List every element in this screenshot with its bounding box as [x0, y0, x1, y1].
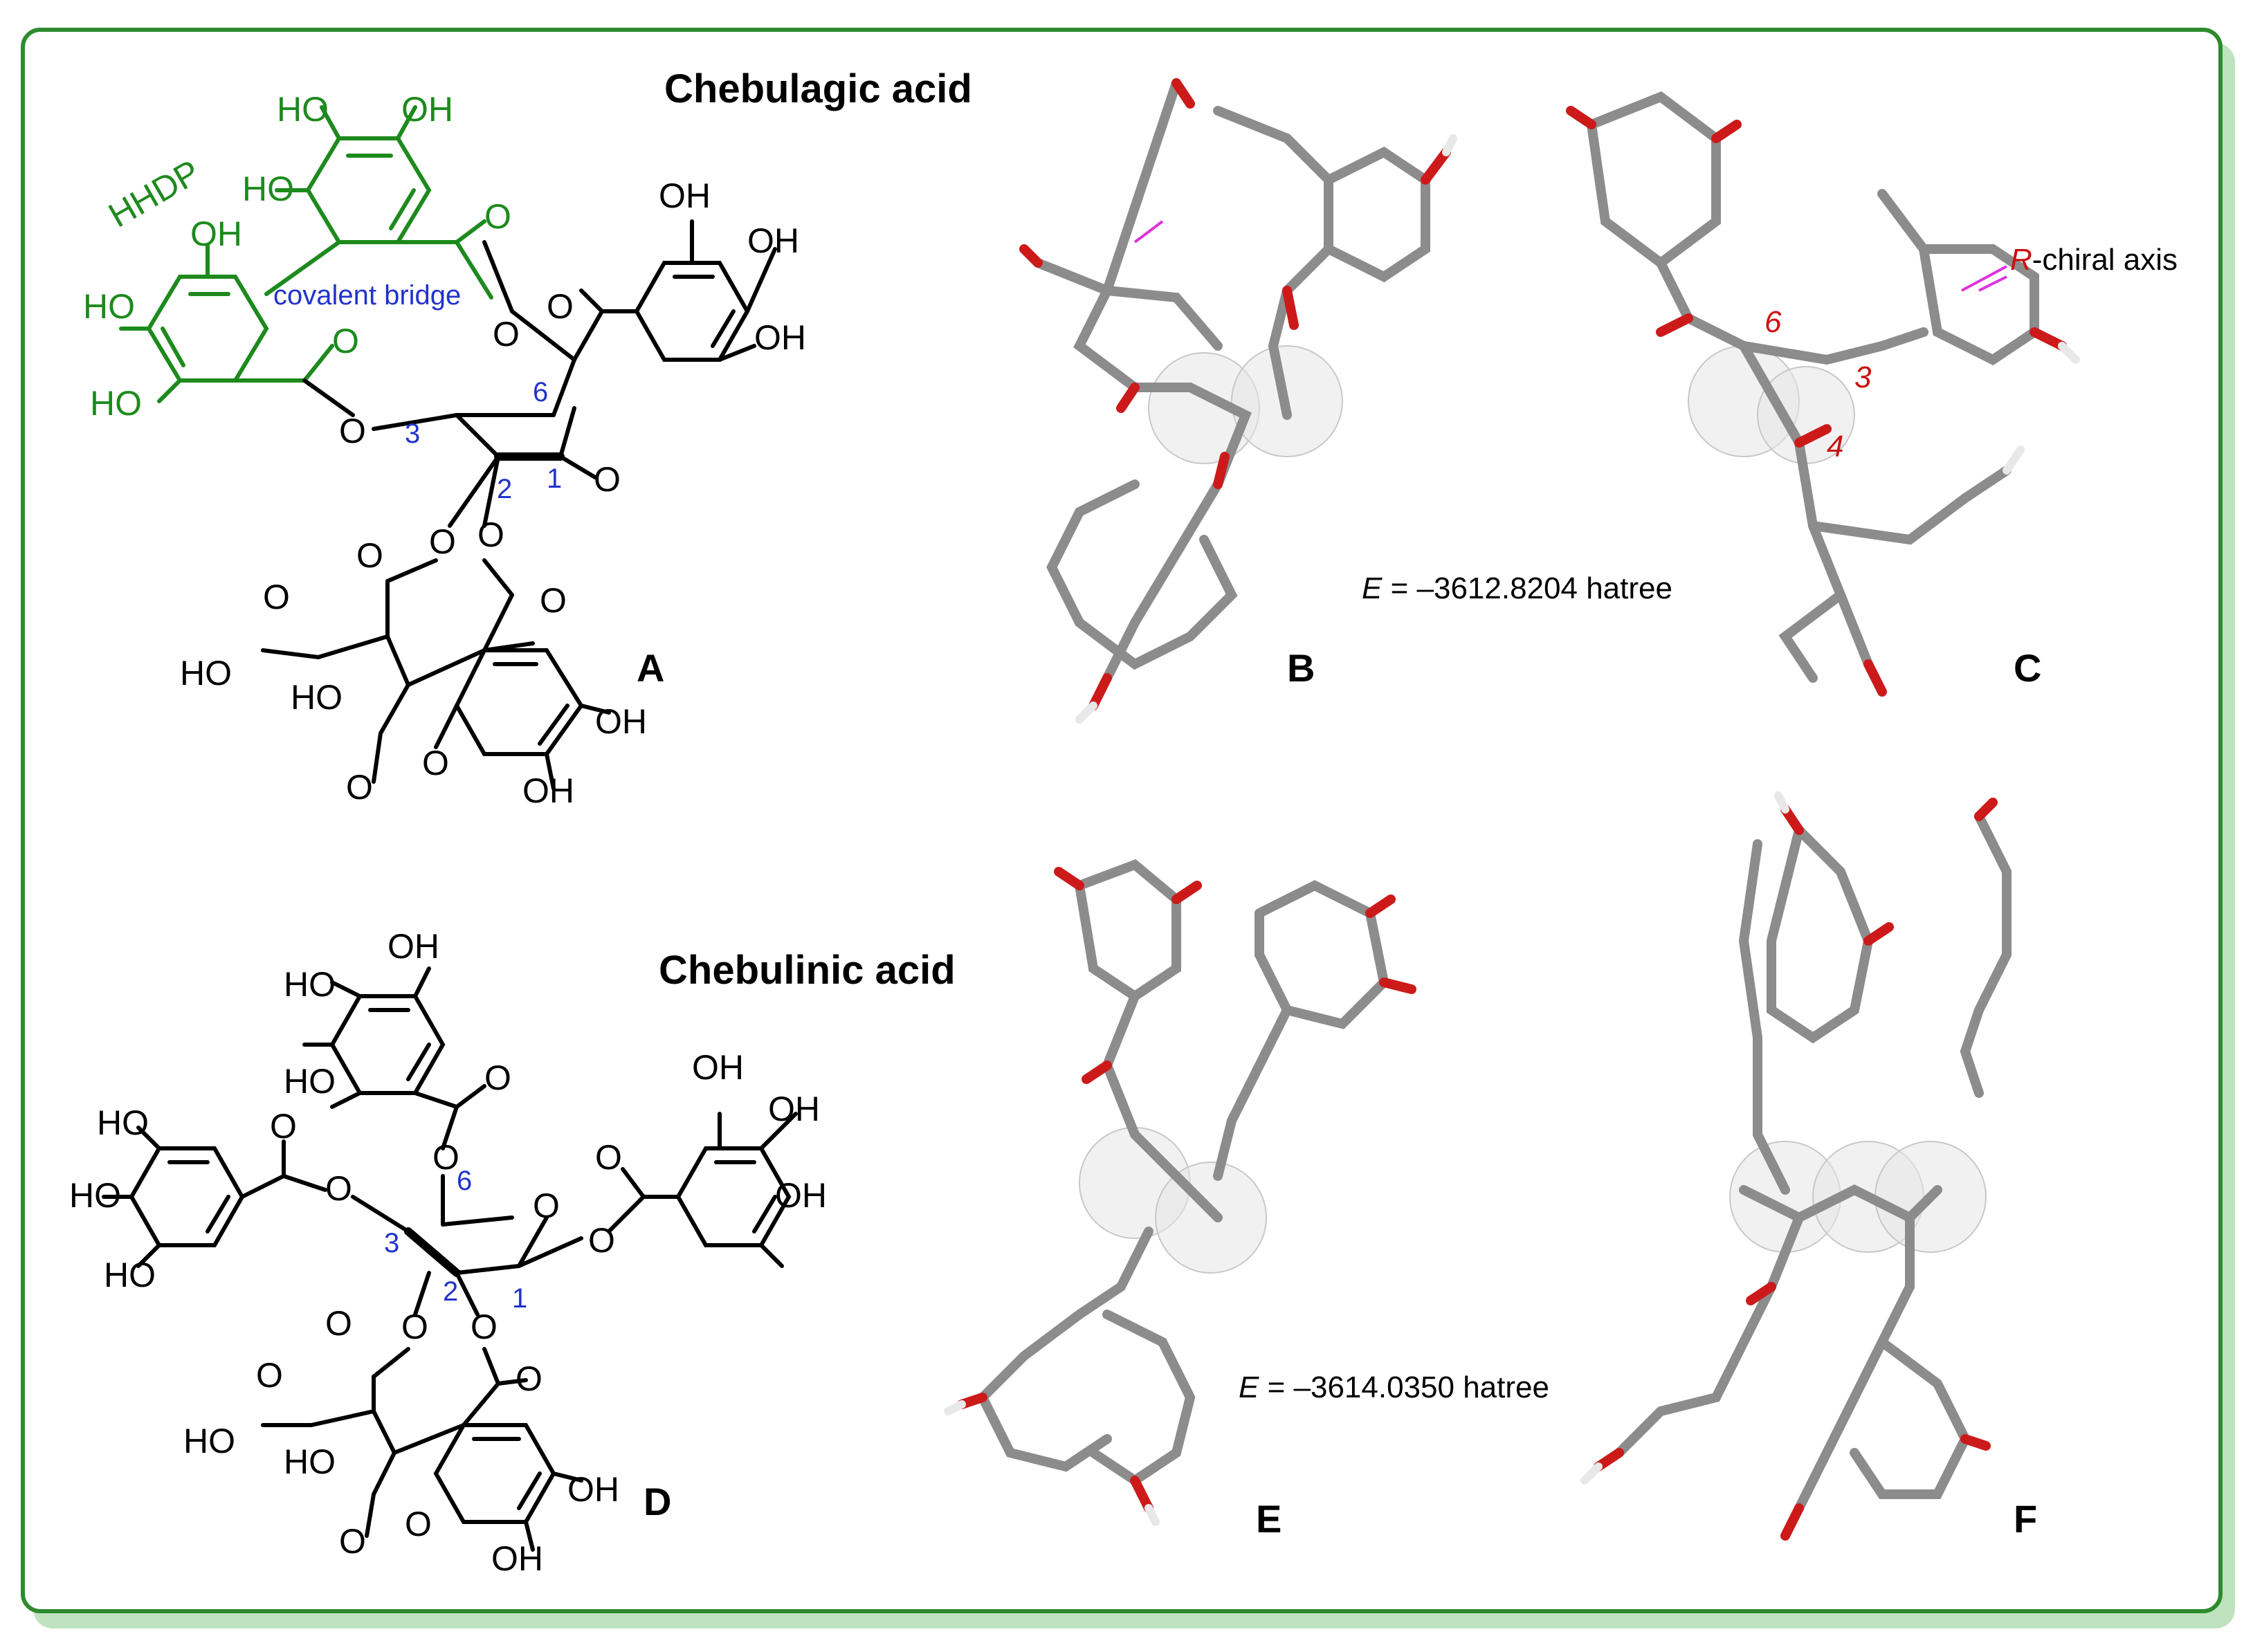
d-right-co: O — [595, 1138, 622, 1177]
d-chebuloyl-o-4: O — [471, 1307, 498, 1346]
energy-top: E = –3612.8204 hatree — [1362, 571, 1672, 605]
a-galloyl-co: O — [547, 287, 574, 326]
d-left-ester-o: O — [325, 1169, 352, 1208]
hhdp-oh-3: HO — [242, 169, 294, 208]
d-acid-o: O — [256, 1356, 283, 1395]
d-pos-2: 2 — [443, 1276, 458, 1307]
hhdp-carbonyl-o: O — [484, 197, 511, 236]
energy-top-value: = –3612.8204 hatree — [1382, 571, 1672, 605]
hhdp-oh-2: OH — [401, 90, 453, 129]
model-b — [1019, 78, 1457, 724]
d-right-oh-3: OH — [775, 1176, 827, 1215]
a-pos-1: 1 — [547, 464, 562, 494]
d-ring-o: O — [533, 1186, 560, 1225]
structure-a: HHDP HO OH HO O OH HO HO O covalent brid… — [83, 90, 806, 810]
model-c — [1566, 91, 2080, 697]
a-pos-6: 6 — [533, 377, 548, 407]
d-pos-3: 3 — [384, 1228, 399, 1258]
panel-label-e: E — [1256, 1497, 1281, 1541]
panel-label-a: A — [637, 646, 664, 690]
a-ester-o-3: O — [339, 412, 366, 450]
a-oh-3: OH — [595, 702, 647, 741]
hhdp-oh-4: OH — [190, 214, 242, 253]
d-top-oh-2: HO — [284, 965, 336, 1004]
a-ring-o: O — [594, 460, 621, 499]
chiral-axis-rest: -chiral axis — [2032, 243, 2178, 277]
hhdp-oh-1: HO — [277, 90, 329, 129]
d-left-oh-3: HO — [104, 1256, 156, 1294]
d-top-ester-o: O — [432, 1138, 459, 1177]
d-left-co: O — [270, 1107, 297, 1146]
a-galloyl-oh-2: OH — [747, 221, 799, 260]
d-right-oh-2: OH — [768, 1090, 820, 1128]
panel-label-d: D — [644, 1480, 671, 1523]
d-left-oh-1: HO — [97, 1103, 149, 1142]
covalent-bridge-label: covalent bridge — [273, 280, 461, 311]
structure-d: OH HO HO O O HO HO HO O O O 6 3 2 1 O — [69, 927, 827, 1578]
title-chebulinic: Chebulinic acid — [659, 948, 956, 993]
a-lactone-o: O — [346, 768, 373, 807]
d-ho-2: HO — [284, 1442, 336, 1481]
d-lactone-o: O — [339, 1522, 366, 1561]
d-lactone-o2: O — [405, 1505, 432, 1543]
hhdp-oh-5: HO — [83, 287, 135, 326]
chiral-axis-r: R — [2010, 243, 2032, 277]
a-ester-o-6: O — [493, 315, 520, 354]
d-chebuloyl-o-2: O — [401, 1307, 428, 1346]
a-galloyl-oh-3: OH — [754, 318, 806, 357]
d-pos-6: 6 — [457, 1166, 472, 1196]
d-oh-4: OH — [491, 1539, 543, 1578]
c-pos-6: 6 — [1764, 305, 1782, 339]
d-top-co: O — [484, 1058, 511, 1097]
a-chebuloyl-o-2: O — [429, 522, 456, 561]
energy-bottom-symbol: E — [1239, 1370, 1259, 1404]
a-pos-2: 2 — [497, 474, 512, 504]
d-pos-1: 1 — [512, 1283, 527, 1314]
d-top-oh-3: HO — [284, 1062, 336, 1101]
panel-label-c: C — [2014, 646, 2041, 690]
energy-bottom: E = –3614.0350 hatree — [1239, 1370, 1549, 1404]
c-pos-3: 3 — [1854, 360, 1872, 394]
a-pos-3: 3 — [405, 419, 420, 449]
a-galloyl-oh-1: OH — [659, 176, 711, 215]
model-e — [944, 859, 1416, 1526]
d-ho-1: HO — [183, 1422, 235, 1460]
energy-top-symbol: E — [1362, 571, 1383, 605]
panel-label-b: B — [1287, 646, 1315, 690]
a-lactone-o2: O — [422, 744, 449, 782]
hhdp-oh-6: HO — [90, 384, 142, 423]
model-f — [1580, 791, 2012, 1541]
a-carbonyl-o: O — [540, 581, 567, 620]
a-ho-2: HO — [291, 678, 343, 717]
energy-bottom-value: = –3614.0350 hatree — [1259, 1370, 1549, 1404]
title-chebulagic: Chebulagic acid — [664, 66, 972, 111]
hhdp-carbonyl-o-2: O — [332, 322, 359, 360]
d-carbonyl-o: O — [516, 1359, 542, 1398]
chiral-axis-label: R-chiral axis — [2010, 243, 2178, 277]
a-acid-o: O — [263, 578, 290, 616]
d-top-oh-1: OH — [387, 927, 439, 966]
panel-label-f: F — [2014, 1497, 2037, 1541]
a-chebuloyl-o-4: O — [477, 515, 504, 554]
d-right-oh-1: OH — [692, 1048, 744, 1087]
d-oh-3: OH — [567, 1470, 619, 1509]
c-pos-4: 4 — [1827, 430, 1843, 464]
a-carbonyl-o-2: O — [356, 536, 383, 575]
chiral-axis-arrow — [1961, 265, 2007, 292]
d-left-oh-2: HO — [69, 1176, 121, 1215]
a-oh-4: OH — [522, 771, 574, 810]
a-ho-1: HO — [180, 654, 232, 692]
d-carbonyl-o-2: O — [325, 1304, 352, 1343]
